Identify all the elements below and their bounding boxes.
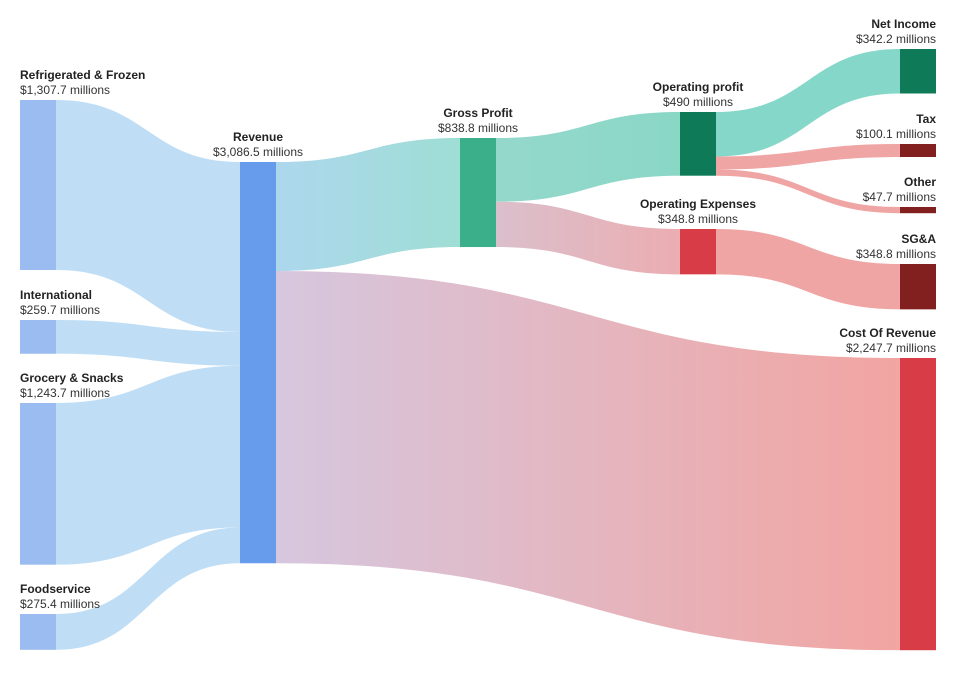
label-gross_profit-name: Gross Profit bbox=[443, 106, 512, 120]
label-net_income-name: Net Income bbox=[871, 17, 936, 31]
label-revenue-name: Revenue bbox=[233, 130, 283, 144]
node-sga bbox=[900, 264, 936, 310]
node-international bbox=[20, 320, 56, 354]
label-tax-value: $100.1 millions bbox=[856, 127, 936, 141]
node-foodservice bbox=[20, 614, 56, 650]
label-refrigerated-name: Refrigerated & Frozen bbox=[20, 68, 145, 82]
label-international-value: $259.7 millions bbox=[20, 303, 100, 317]
label-sga-name: SG&A bbox=[901, 232, 936, 246]
label-other-value: $47.7 millions bbox=[863, 190, 936, 204]
sankey-labels: Refrigerated & Frozen$1,307.7 millionsIn… bbox=[20, 17, 936, 611]
label-operating_profit-value: $490 millions bbox=[663, 95, 733, 109]
label-revenue-value: $3,086.5 millions bbox=[213, 145, 303, 159]
label-net_income-value: $342.2 millions bbox=[856, 32, 936, 46]
sankey-links bbox=[56, 49, 900, 651]
node-revenue bbox=[240, 162, 276, 564]
label-grocery-name: Grocery & Snacks bbox=[20, 371, 124, 385]
flow-operating_profit-to-other bbox=[716, 169, 900, 214]
flow-gross_profit-to-operating_profit bbox=[496, 112, 680, 202]
sankey-nodes bbox=[20, 49, 936, 651]
label-cost_of_revenue-value: $2,247.7 millions bbox=[846, 341, 936, 355]
label-operating_expenses-name: Operating Expenses bbox=[640, 197, 756, 211]
node-operating_expenses bbox=[680, 229, 716, 275]
node-gross_profit bbox=[460, 138, 496, 248]
node-tax bbox=[900, 144, 936, 158]
flow-operating_expenses-to-sga bbox=[716, 229, 900, 310]
flow-operating_profit-to-net_income bbox=[716, 49, 900, 157]
label-grocery-value: $1,243.7 millions bbox=[20, 386, 110, 400]
label-tax-name: Tax bbox=[916, 112, 936, 126]
label-operating_expenses-value: $348.8 millions bbox=[658, 212, 738, 226]
flow-foodservice-to-revenue bbox=[56, 527, 240, 650]
node-cost_of_revenue bbox=[900, 358, 936, 651]
flow-operating_profit-to-tax bbox=[716, 144, 900, 170]
node-net_income bbox=[900, 49, 936, 94]
flow-grocery-to-revenue bbox=[56, 365, 240, 565]
label-operating_profit-name: Operating profit bbox=[653, 80, 744, 94]
flow-revenue-to-gross_profit bbox=[276, 138, 460, 272]
flow-revenue-to-cost_of_revenue bbox=[276, 271, 900, 651]
label-gross_profit-value: $838.8 millions bbox=[438, 121, 518, 135]
flow-international-to-revenue bbox=[56, 320, 240, 366]
label-international-name: International bbox=[20, 288, 92, 302]
flow-refrigerated-to-revenue bbox=[56, 100, 240, 333]
label-foodservice-name: Foodservice bbox=[20, 582, 91, 596]
node-operating_profit bbox=[680, 112, 716, 176]
label-foodservice-value: $275.4 millions bbox=[20, 597, 100, 611]
label-cost_of_revenue-name: Cost Of Revenue bbox=[839, 326, 936, 340]
label-other-name: Other bbox=[904, 175, 936, 189]
node-other bbox=[900, 207, 936, 214]
flow-gross_profit-to-operating_expenses bbox=[496, 201, 680, 275]
label-sga-value: $348.8 millions bbox=[856, 247, 936, 261]
node-grocery bbox=[20, 403, 56, 565]
node-refrigerated bbox=[20, 100, 56, 271]
label-refrigerated-value: $1,307.7 millions bbox=[20, 83, 110, 97]
